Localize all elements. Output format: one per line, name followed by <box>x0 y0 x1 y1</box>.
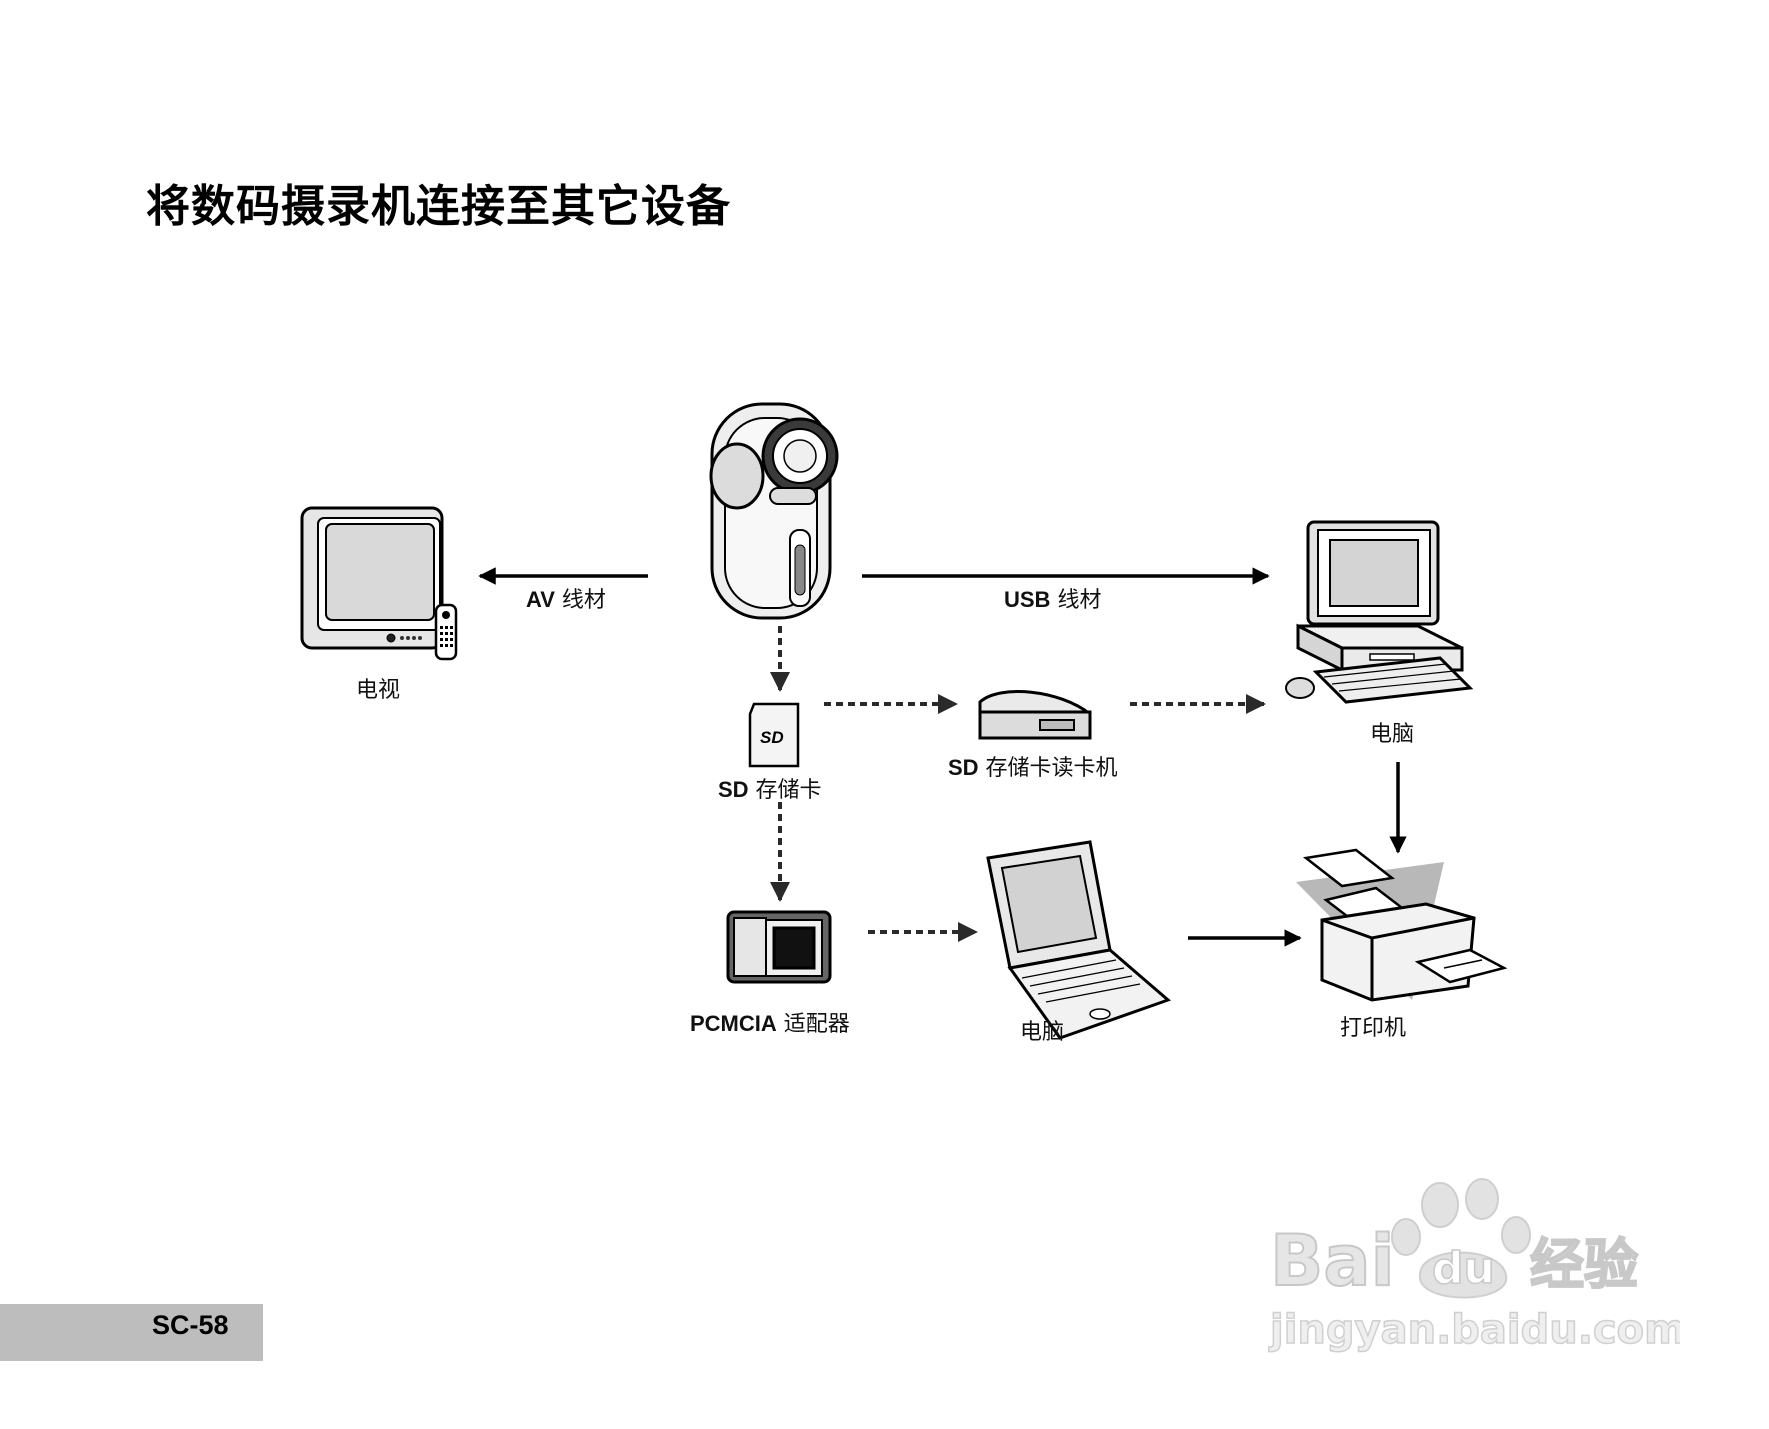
usb-cable-label: USB 线材 <box>1004 582 1101 614</box>
tv-icon <box>302 508 456 659</box>
sd-card-reader-label: SD 存储卡读卡机 <box>948 750 1118 782</box>
svg-text:du: du <box>1432 1243 1495 1294</box>
desktop-pc-label: 电脑 <box>1370 716 1414 748</box>
baidu-jingyan-watermark: Bai du 经验 jingyan.baidu.com <box>1260 1165 1680 1375</box>
sd-card-icon: SD <box>750 704 798 766</box>
svg-text:Bai: Bai <box>1270 1220 1395 1302</box>
svg-text:经验: 经验 <box>1530 1233 1638 1296</box>
printer-label: 打印机 <box>1340 1010 1406 1042</box>
pcmcia-adapter-icon <box>728 912 830 982</box>
desktop-computer-icon <box>1286 522 1470 702</box>
svg-text:jingyan.baidu.com: jingyan.baidu.com <box>1268 1307 1680 1353</box>
sd-card-label: SD 存储卡 <box>718 772 822 804</box>
sd-card-reader-icon <box>980 692 1090 738</box>
tv-label: 电视 <box>356 672 400 704</box>
camcorder-icon <box>711 404 837 618</box>
pcmcia-adapter-label: PCMCIA 适配器 <box>690 1006 850 1038</box>
av-cable-label: AV 线材 <box>526 582 606 614</box>
page-number: SC-58 <box>152 1310 229 1341</box>
laptop-icon <box>988 842 1168 1038</box>
svg-text:SD: SD <box>760 728 784 747</box>
laptop-label: 电脑 <box>1020 1014 1064 1046</box>
printer-icon <box>1296 850 1504 1000</box>
